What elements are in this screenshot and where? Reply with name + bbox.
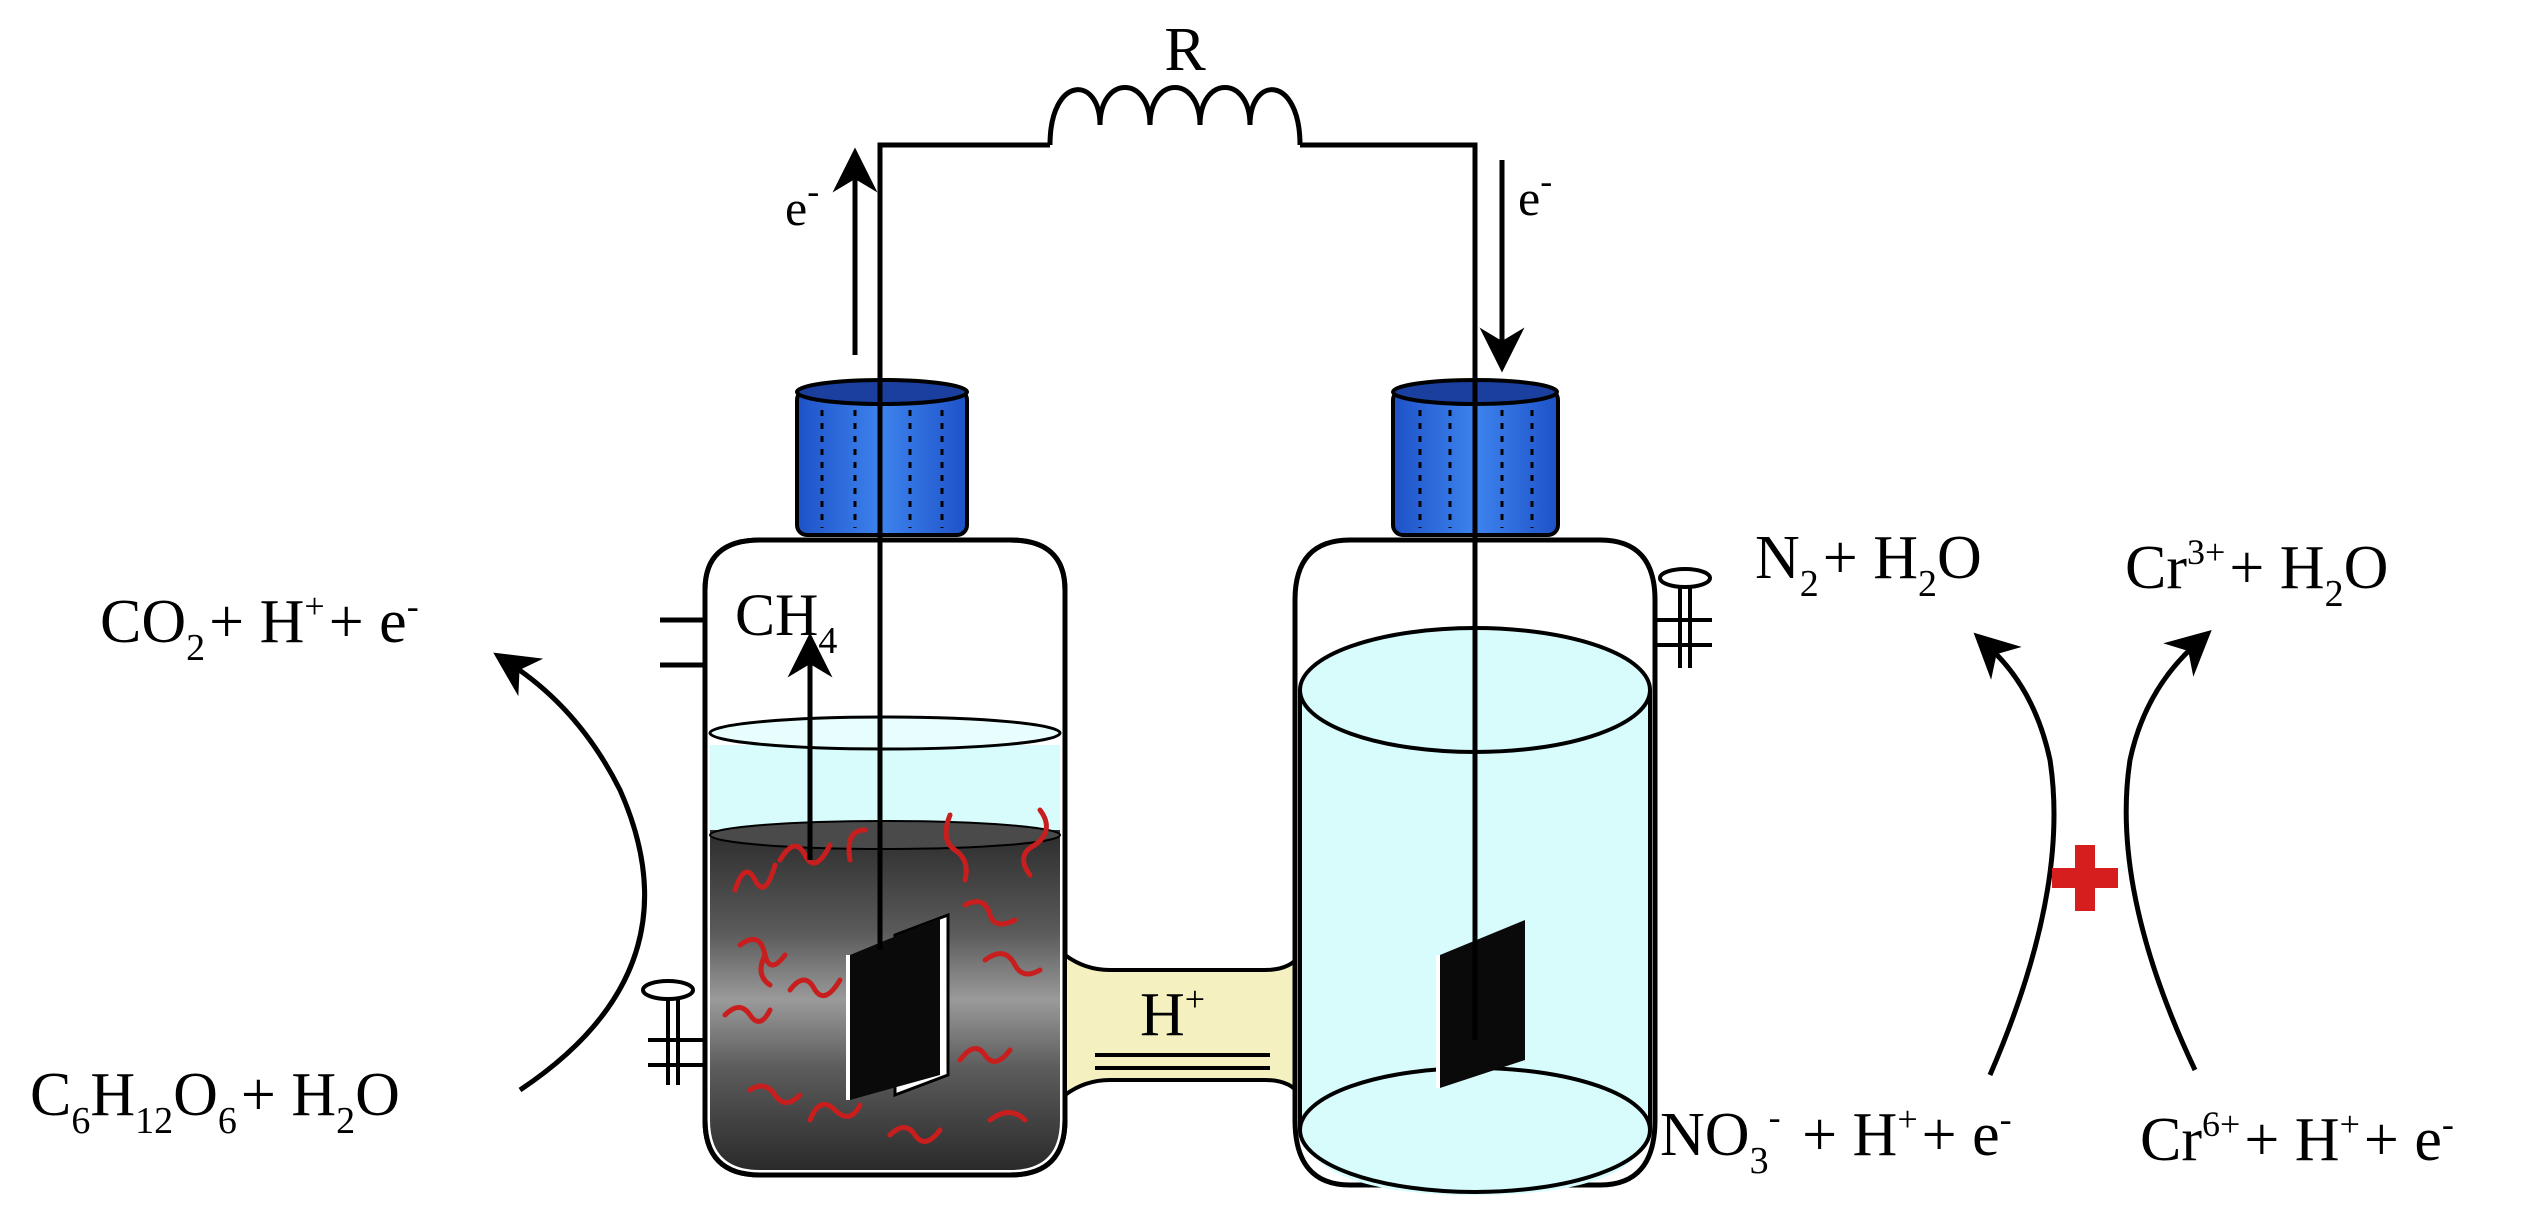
bacterium (758, 952, 773, 988)
valve-handle (1658, 567, 1712, 589)
anode-liquid-surface (708, 715, 1062, 751)
anode-product-label: CO2+ H++ e- (100, 586, 419, 669)
anode-gas-port (660, 617, 705, 668)
bacterium (787, 977, 843, 999)
anode-sludge-surface (709, 820, 1061, 850)
bacterium (982, 951, 1043, 977)
resistor-label: R (1164, 16, 1206, 84)
nitrate-product-label: N2+ H2O (1755, 524, 1982, 605)
cathode-sampling-valve (1655, 567, 1712, 668)
anode-reactant-label: C6H12O6+ H2O (30, 1061, 400, 1142)
anode-electrode (846, 912, 950, 1100)
bacterium (807, 1101, 863, 1123)
proton-bridge: H+ (1063, 948, 1302, 1102)
chromium-reactant-label: Cr6++ H++ e- (2140, 1104, 2454, 1174)
bacterium (987, 1110, 1028, 1123)
bacterium (1021, 807, 1049, 878)
cathode-electrode (1436, 920, 1525, 1088)
chromium-product-label: Cr3++ H2O (2125, 532, 2388, 615)
proton-label: H+ (1140, 979, 1205, 1049)
cathode-bottom (1298, 1066, 1652, 1194)
anode-sampling-valve (641, 979, 705, 1085)
bacterium (722, 1005, 773, 1024)
bacterium (732, 862, 778, 893)
plus-bar (2075, 845, 2095, 911)
electron-label-right: e- (1518, 161, 1552, 226)
bacterium (962, 899, 1018, 927)
methane-label: CH4 (735, 582, 837, 662)
cathode-electrode-plate (1440, 920, 1525, 1088)
anode-bottle-outline-front (702, 537, 1068, 1178)
anode-electrode-plate (850, 918, 940, 1100)
nitrate-reactant-label: NO3- + H++ e- (1660, 1097, 2012, 1182)
anode-reaction-arrow (493, 652, 648, 1093)
anode-chamber (702, 537, 1068, 1178)
bacterium (957, 1046, 1013, 1064)
bacteria (722, 807, 1049, 1144)
bacterium (777, 842, 833, 866)
combined-plus-icon (2052, 845, 2118, 911)
bacterium (747, 1083, 803, 1105)
bacterium (846, 827, 868, 863)
nitrate-reaction-arrow (1973, 632, 2057, 1076)
bacterium (943, 812, 969, 883)
bacterium (887, 1125, 943, 1144)
chromium-reaction-arrow (2123, 629, 2212, 1072)
resistor-coil (1047, 85, 1303, 146)
valve-handle (641, 979, 695, 1001)
electron-label-left: e- (785, 171, 819, 236)
